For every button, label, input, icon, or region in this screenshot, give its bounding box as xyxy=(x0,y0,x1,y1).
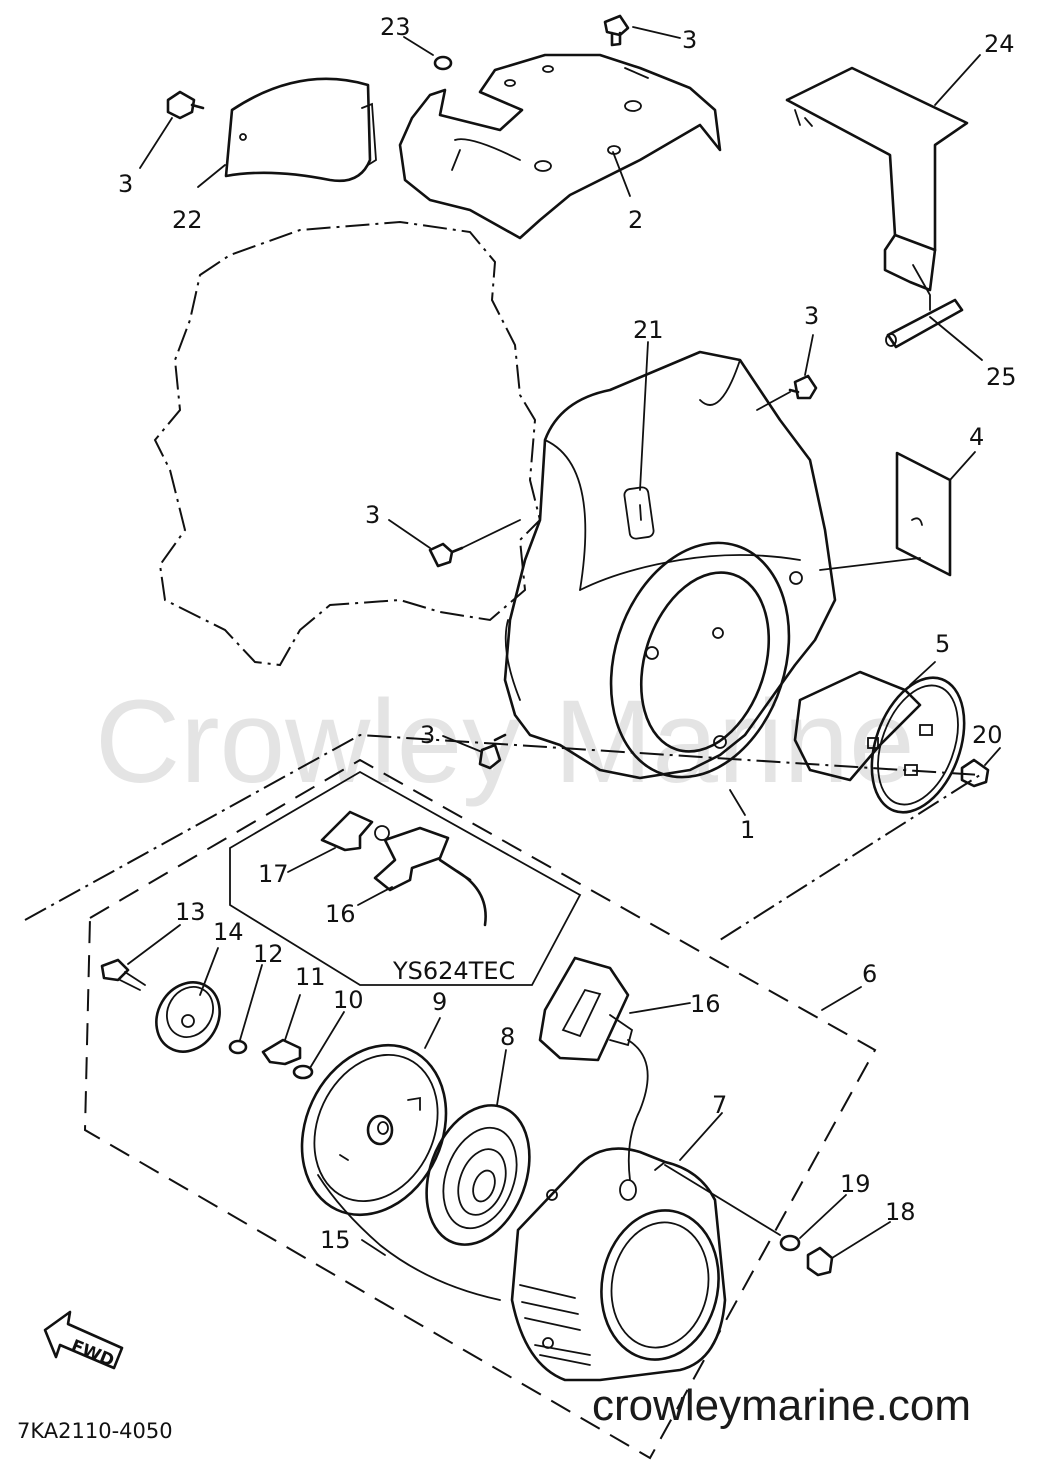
part-11-pawl xyxy=(261,1038,302,1066)
part-3-bolt-mid xyxy=(428,542,464,568)
part-20-bolt xyxy=(960,758,990,788)
part-15-rope xyxy=(317,1174,501,1301)
callout-14: 14 xyxy=(213,918,244,946)
part-3-bolt-right xyxy=(788,374,818,400)
part-18-bolt xyxy=(806,1246,834,1277)
callout-13: 13 xyxy=(175,898,206,926)
part-2-shroud xyxy=(398,53,722,240)
part-3-bolt-top xyxy=(603,14,630,47)
part-7-starter-case xyxy=(510,1147,727,1382)
engine-block-outline xyxy=(153,220,542,667)
model-group-frame xyxy=(229,770,582,986)
part-8-spiral-spring xyxy=(425,1104,531,1246)
callout-16-handle: 16 xyxy=(690,990,721,1018)
part-3-bolt-lower xyxy=(478,733,507,770)
part-13-bolt xyxy=(100,958,146,991)
part-12-spring xyxy=(228,1039,248,1055)
part-1-fan-housing xyxy=(503,350,837,780)
callout-3-mid: 3 xyxy=(365,501,380,529)
callout-19: 19 xyxy=(840,1170,871,1198)
callout-8: 8 xyxy=(500,1023,515,1051)
part-17-clip xyxy=(320,810,374,852)
callout-17: 17 xyxy=(258,860,289,888)
diagram-code: 7KA2110-4050 xyxy=(17,1419,173,1443)
recoil-starter-group-frame xyxy=(83,758,877,1460)
callout-25: 25 xyxy=(986,363,1017,391)
part-9-reel xyxy=(300,1043,448,1217)
part-5-screen xyxy=(793,670,966,814)
callout-2: 2 xyxy=(628,206,643,234)
website-text: crowleymarine.com xyxy=(592,1381,971,1430)
part-10-spring xyxy=(292,1064,314,1080)
callout-18: 18 xyxy=(885,1198,916,1226)
part-16-handle-kit xyxy=(373,825,487,927)
housing-group-bracket xyxy=(24,733,984,941)
part-22-cover xyxy=(224,77,377,183)
callout-3-right: 3 xyxy=(804,302,819,330)
callout-1: 1 xyxy=(740,816,755,844)
callout-6: 6 xyxy=(862,960,877,988)
callout-24: 24 xyxy=(984,30,1015,58)
part-24-bracket xyxy=(785,66,969,311)
callout-10: 10 xyxy=(333,986,364,1014)
callout-4: 4 xyxy=(969,423,984,451)
fwd-arrow-icon: FWD xyxy=(43,1310,124,1371)
callout-9: 9 xyxy=(432,988,447,1016)
callout-15: 15 xyxy=(320,1226,351,1254)
part-19-washer xyxy=(779,1234,801,1252)
part-14-pulley xyxy=(155,981,221,1053)
callout-23: 23 xyxy=(380,13,411,41)
leader-lines xyxy=(127,26,1001,1259)
callout-3-lower: 3 xyxy=(420,721,435,749)
part-25-pin xyxy=(885,298,964,349)
part-4-plate xyxy=(895,451,952,577)
callout-16-kit: 16 xyxy=(325,900,356,928)
callout-3-top: 3 xyxy=(682,26,697,54)
callout-12: 12 xyxy=(253,940,284,968)
callout-numbers: 23 3 3 22 2 24 25 21 3 4 3 5 20 3 1 17 1… xyxy=(118,13,1017,1254)
watermark-text: Crowley Marine xyxy=(95,676,915,808)
callout-22: 22 xyxy=(172,206,203,234)
callout-7: 7 xyxy=(712,1091,727,1119)
callout-20: 20 xyxy=(972,721,1003,749)
model-label: YS624TEC xyxy=(392,957,515,985)
callout-3-left: 3 xyxy=(118,170,133,198)
part-23-washer xyxy=(433,55,453,71)
part-3-bolt-left xyxy=(166,90,205,120)
callout-21: 21 xyxy=(633,316,664,344)
callout-5: 5 xyxy=(935,630,950,658)
callout-11: 11 xyxy=(295,963,326,991)
part-16-starter-handle xyxy=(538,956,649,1181)
